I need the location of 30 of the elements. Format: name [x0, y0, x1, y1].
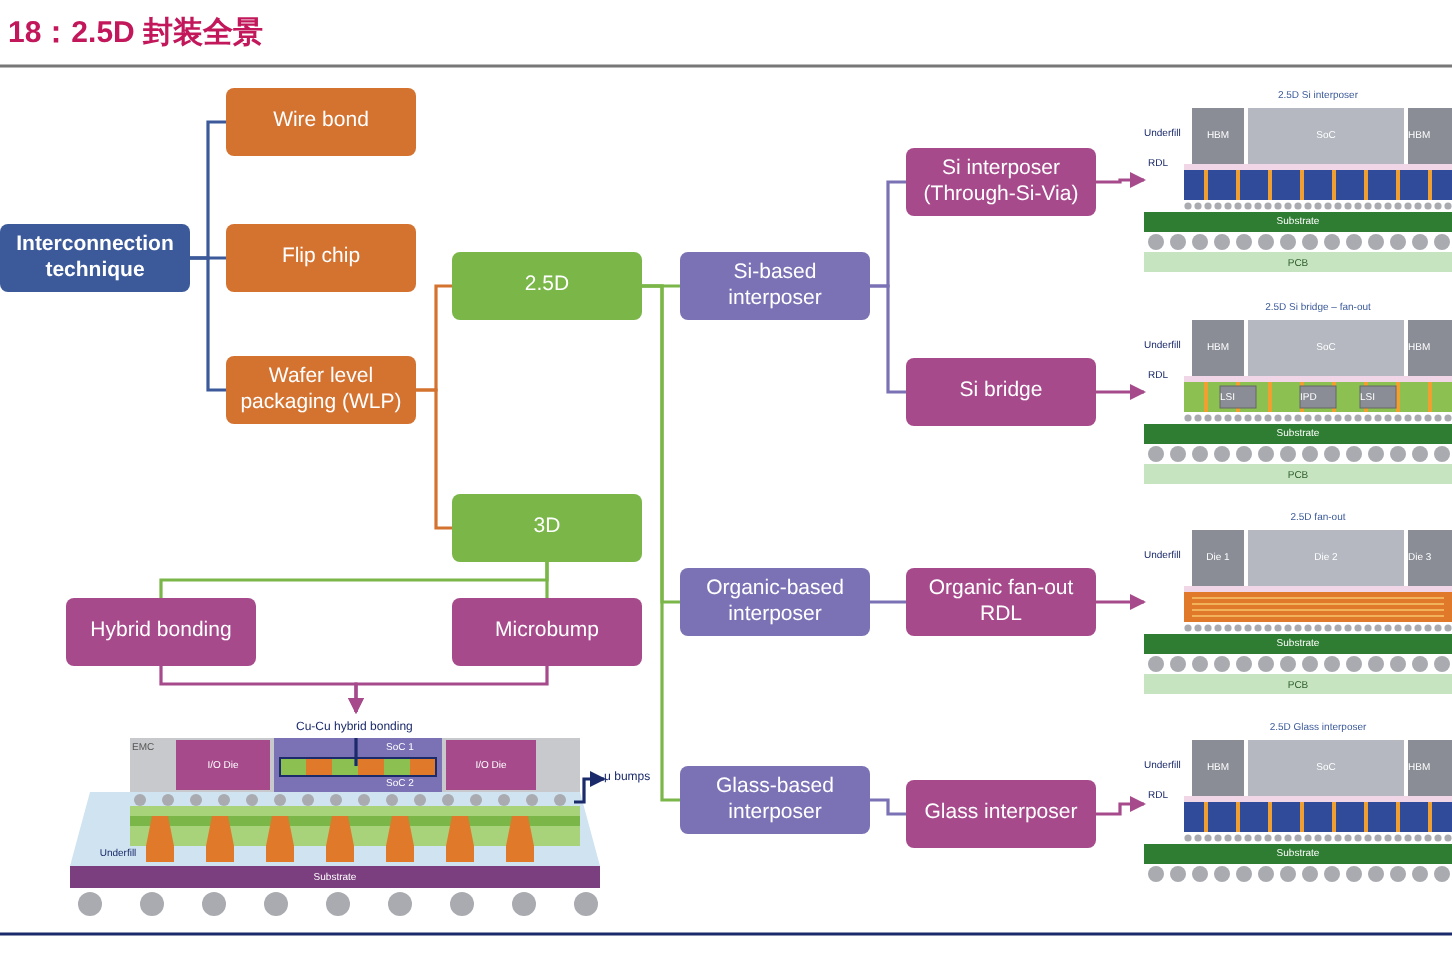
arrow	[348, 666, 549, 714]
connector-line	[642, 284, 680, 802]
process-box: Si interposer (Through-Si-Via)	[906, 148, 1096, 216]
connector-line	[870, 600, 906, 604]
process-box: Flip chip	[226, 224, 416, 292]
process-box: Organic fan-out RDL	[906, 568, 1096, 636]
process-box: Hybrid bonding	[66, 598, 256, 666]
process-box: 3D	[452, 494, 642, 562]
process-box: Interconnection technique	[0, 224, 190, 292]
connector-line	[354, 738, 358, 766]
process-box: Microbump	[452, 598, 642, 666]
process-box: Organic-based interposer	[680, 568, 870, 636]
process-box: Si bridge	[906, 358, 1096, 426]
arrow	[1096, 594, 1146, 610]
process-box: Si-based interposer	[680, 252, 870, 320]
process-box: Glass-based interposer	[680, 766, 870, 834]
process-box: Wafer level packaging (WLP)	[226, 356, 416, 424]
connector-line	[870, 798, 906, 816]
connector-line	[190, 256, 226, 392]
arrow	[574, 771, 606, 804]
process-box: 2.5D	[452, 252, 642, 320]
arrow	[1096, 384, 1146, 400]
connector-line	[416, 388, 452, 530]
arrow	[1096, 796, 1146, 816]
process-box: Glass interposer	[906, 780, 1096, 848]
process-box: Wire bond	[226, 88, 416, 156]
connector-line	[545, 562, 549, 598]
arrow	[1096, 172, 1146, 188]
chart-title: 18：2.5D 封装全景	[8, 14, 264, 52]
connector-line	[870, 284, 906, 394]
